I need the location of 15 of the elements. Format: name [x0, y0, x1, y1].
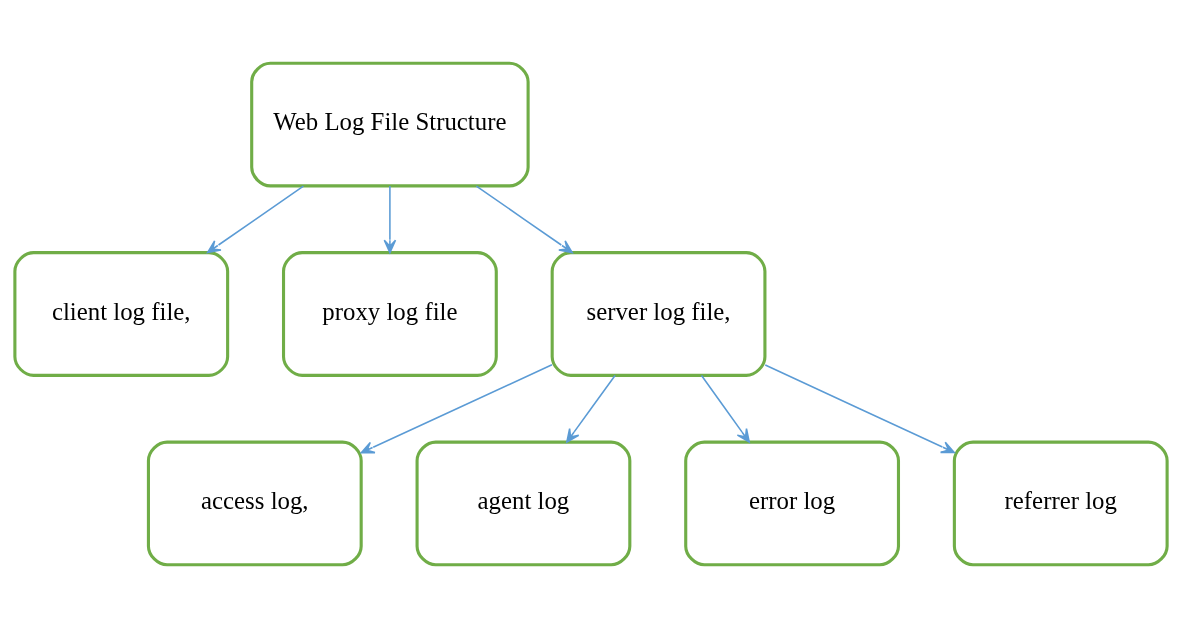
node-box: agent log	[415, 440, 632, 566]
arrow	[360, 363, 553, 454]
arrow	[475, 184, 573, 253]
node-box: access log,	[146, 440, 363, 566]
arrow	[566, 374, 616, 443]
arrow	[383, 184, 397, 253]
arrow	[206, 184, 305, 253]
node-box: referrer log	[952, 440, 1169, 566]
arrow	[700, 374, 750, 443]
arrow	[764, 363, 955, 453]
node-box: error log	[684, 440, 901, 566]
node-box: client log file,	[13, 250, 230, 377]
node-box: server log file,	[550, 250, 767, 377]
node-box: Web Log File Structure	[250, 61, 530, 187]
node-box: proxy log file	[281, 250, 498, 377]
